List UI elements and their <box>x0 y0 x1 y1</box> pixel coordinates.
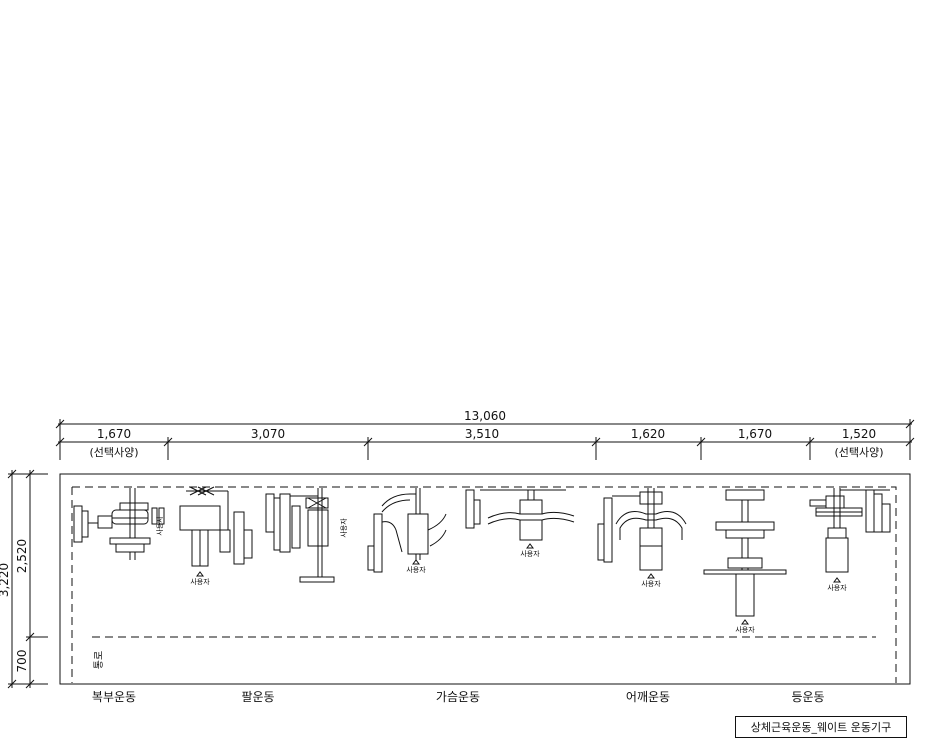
vertical-dimensions: 3,220 2,520 700 <box>0 469 48 689</box>
chest-machine-1: 사용자 <box>367 488 447 574</box>
zone-abdominal: 복부운동 <box>92 690 136 704</box>
zone-shoulder: 어깨운동 <box>626 690 670 704</box>
optional-left-label: (선택사양) <box>89 446 138 459</box>
user-label-8: 사용자 <box>827 583 847 592</box>
chest-machine-2: 사용자 <box>465 489 575 558</box>
aisle-label: 통로 <box>93 651 105 669</box>
dim-seg-4: 1,620 <box>631 427 665 441</box>
shoulder-machine: 사용자 <box>597 488 687 588</box>
user-label-2: 사용자 <box>190 577 210 586</box>
site-boundary <box>59 473 911 685</box>
user-label-4: 사용자 <box>406 565 426 574</box>
user-label-5: 사용자 <box>520 549 540 558</box>
dim-seg-1: 1,670 <box>97 427 131 441</box>
zone-back: 등운동 <box>791 690 824 704</box>
user-label-3: 사용자 <box>339 518 348 538</box>
back-machine-2: 사용자 <box>809 488 891 592</box>
dim-seg-3: 3,510 <box>465 427 499 441</box>
dim-seg-2: 3,070 <box>251 427 285 441</box>
abdominal-machine: 사용자 <box>73 488 165 560</box>
user-label-6: 사용자 <box>641 579 661 588</box>
optional-right-label: (선택사양) <box>834 446 883 459</box>
drawing-title: 상체근육운동_웨이트 운동기구 <box>735 716 907 738</box>
equipment-zone-outline <box>72 486 897 683</box>
arm-machine-2: 사용자 <box>265 488 348 583</box>
zone-arm: 팔운동 <box>241 690 274 704</box>
zone-chest: 가슴운동 <box>436 690 480 704</box>
arm-machine-1: 사용자 <box>179 486 253 586</box>
back-machine-1: 사용자 <box>703 489 787 634</box>
dim-height-zone: 2,520 <box>15 539 29 573</box>
user-label-1: 사용자 <box>155 516 164 536</box>
user-label-7: 사용자 <box>735 625 755 634</box>
dim-total: 13,060 <box>464 409 506 423</box>
dim-height-aisle: 700 <box>15 650 29 673</box>
dim-height-total: 3,220 <box>0 563 11 597</box>
dim-seg-6: 1,520 <box>842 427 876 441</box>
horizontal-dimensions: 13,060 1,670 3,070 3,510 1,620 1,670 1,5… <box>55 409 915 460</box>
dim-seg-5: 1,670 <box>738 427 772 441</box>
